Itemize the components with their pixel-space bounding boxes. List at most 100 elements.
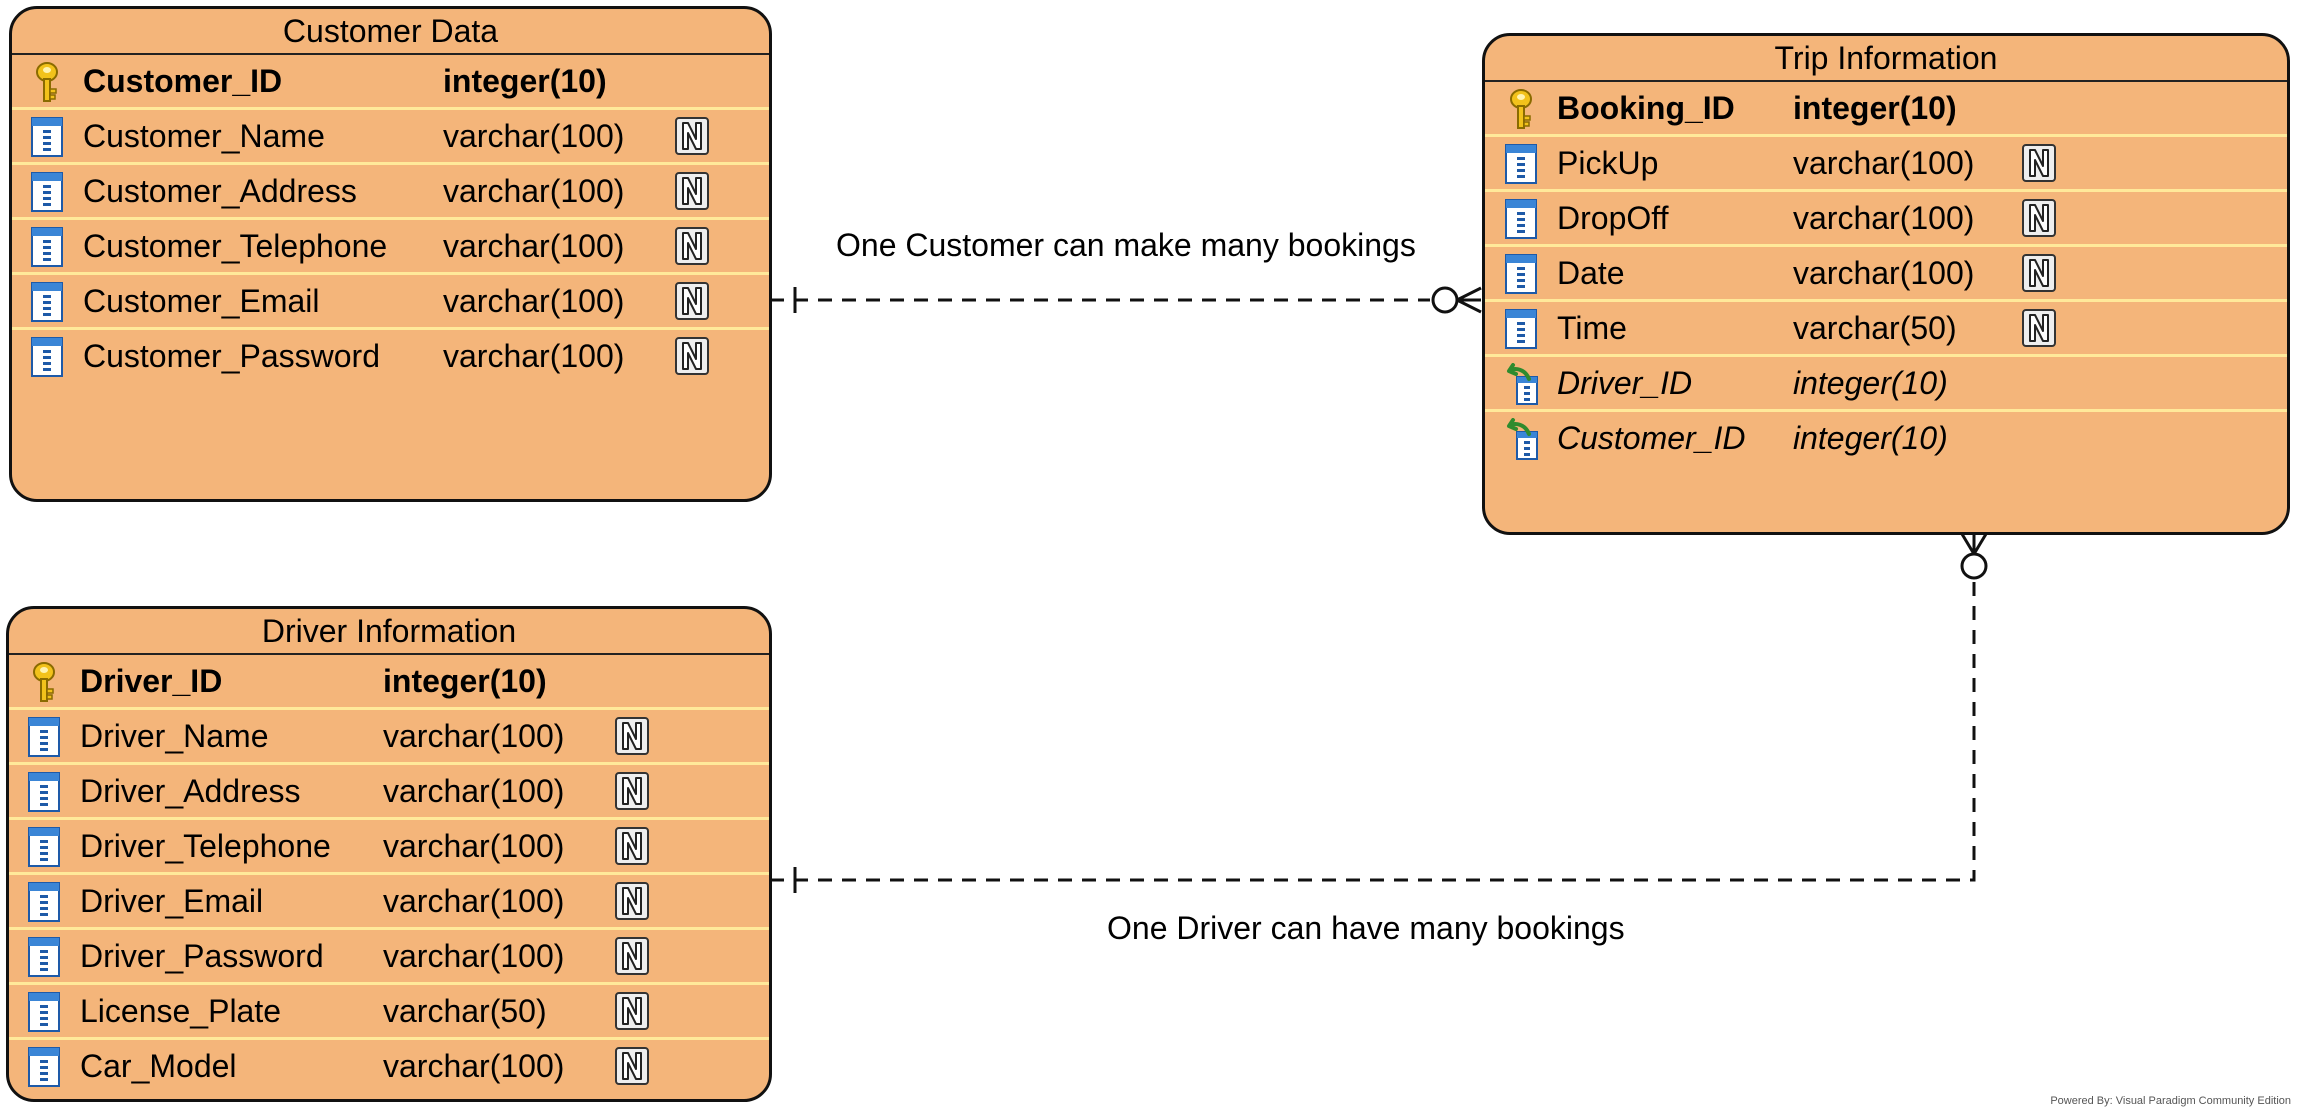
- column-name: PickUp: [1557, 145, 1659, 181]
- column-icon: [26, 771, 62, 813]
- nullable-icon: [2022, 309, 2056, 347]
- column-type: varchar(100): [383, 938, 565, 974]
- column-row[interactable]: Customer_Password varchar(100): [12, 330, 769, 382]
- column-row[interactable]: Car_Model varchar(100): [9, 1040, 769, 1092]
- foreign-key-icon: [1503, 418, 1539, 460]
- column-type: varchar(100): [383, 1048, 565, 1084]
- column-icon: [26, 1046, 62, 1088]
- nullable-icon: [675, 337, 709, 375]
- column-row[interactable]: License_Plate varchar(50): [9, 985, 769, 1040]
- column-type: varchar(100): [383, 828, 565, 864]
- relationship-driver-trip[interactable]: [770, 533, 1988, 893]
- column-name: Driver_Telephone: [80, 828, 331, 864]
- column-icon: [26, 826, 62, 868]
- column-name: Driver_Password: [80, 938, 324, 974]
- column-icon: [26, 716, 62, 758]
- column-type: varchar(100): [443, 228, 625, 264]
- column-name: Driver_ID: [1557, 365, 1693, 401]
- foreign-key-icon: [1503, 363, 1539, 405]
- column-icon: [1503, 198, 1539, 240]
- column-icon: [29, 281, 65, 323]
- column-icon: [29, 116, 65, 158]
- column-type: varchar(100): [383, 883, 565, 919]
- entity-trip-information[interactable]: Trip Information Booking_ID integer(10) Pi…: [1482, 33, 2290, 535]
- column-row[interactable]: Customer_ID integer(10): [1485, 412, 2287, 464]
- column-name: Customer_ID: [1557, 420, 1746, 456]
- nullable-icon: [675, 117, 709, 155]
- column-name: Booking_ID: [1557, 90, 1735, 126]
- column-name: Customer_ID: [83, 63, 283, 99]
- nullable-icon: [615, 827, 649, 865]
- column-row[interactable]: Customer_Name varchar(100): [12, 110, 769, 165]
- key-icon: [1503, 88, 1539, 130]
- nullable-icon: [615, 1047, 649, 1085]
- column-name: Driver_Name: [80, 718, 269, 754]
- watermark: Powered By: Visual Paradigm Community Ed…: [2050, 1095, 2291, 1107]
- column-name: License_Plate: [80, 993, 282, 1029]
- nullable-icon: [615, 882, 649, 920]
- column-type: integer(10): [1793, 90, 1957, 126]
- column-type: varchar(100): [1793, 255, 1975, 291]
- column-name: Customer_Password: [83, 338, 380, 374]
- column-name: Driver_ID: [80, 663, 223, 699]
- relationship-customer-trip[interactable]: [770, 286, 1482, 314]
- column-icon: [1503, 143, 1539, 185]
- column-type: varchar(50): [1793, 310, 1957, 346]
- column-row[interactable]: Driver_Email varchar(100): [9, 875, 769, 930]
- key-icon: [26, 661, 62, 703]
- nullable-icon: [2022, 144, 2056, 182]
- column-type: varchar(100): [443, 338, 625, 374]
- column-type: varchar(100): [443, 173, 625, 209]
- column-type: varchar(50): [383, 993, 547, 1029]
- column-row[interactable]: Driver_ID integer(10): [9, 655, 769, 710]
- column-row[interactable]: Customer_Address varchar(100): [12, 165, 769, 220]
- column-row[interactable]: PickUp varchar(100): [1485, 137, 2287, 192]
- column-icon: [26, 936, 62, 978]
- entity-title: Customer Data: [12, 9, 769, 55]
- column-type: varchar(100): [443, 283, 625, 319]
- nullable-icon: [615, 937, 649, 975]
- column-type: varchar(100): [383, 773, 565, 809]
- column-row[interactable]: Driver_Name varchar(100): [9, 710, 769, 765]
- column-name: Customer_Address: [83, 173, 357, 209]
- relationship-label-driver-trip: One Driver can have many bookings: [1107, 910, 1625, 946]
- column-row[interactable]: Driver_Password varchar(100): [9, 930, 769, 985]
- column-icon: [26, 881, 62, 923]
- column-type: integer(10): [383, 663, 547, 699]
- column-type: varchar(100): [443, 118, 625, 154]
- nullable-icon: [675, 172, 709, 210]
- entity-title: Trip Information: [1485, 36, 2287, 82]
- column-row[interactable]: Booking_ID integer(10): [1485, 82, 2287, 137]
- column-icon: [1503, 308, 1539, 350]
- nullable-icon: [2022, 199, 2056, 237]
- column-name: Customer_Name: [83, 118, 325, 154]
- column-icon: [29, 336, 65, 378]
- nullable-icon: [615, 772, 649, 810]
- column-row[interactable]: Driver_Telephone varchar(100): [9, 820, 769, 875]
- column-name: Car_Model: [80, 1048, 237, 1084]
- nullable-icon: [2022, 254, 2056, 292]
- key-icon: [29, 61, 65, 103]
- nullable-icon: [615, 992, 649, 1030]
- column-name: DropOff: [1557, 200, 1669, 236]
- column-type: varchar(100): [383, 718, 565, 754]
- nullable-icon: [615, 717, 649, 755]
- column-list: Driver_ID integer(10) Driver_Name varchar(1…: [9, 655, 769, 1092]
- column-name: Date: [1557, 255, 1625, 291]
- column-row[interactable]: Date varchar(100): [1485, 247, 2287, 302]
- column-name: Driver_Email: [80, 883, 264, 919]
- column-type: varchar(100): [1793, 145, 1975, 181]
- column-type: integer(10): [1793, 420, 1948, 456]
